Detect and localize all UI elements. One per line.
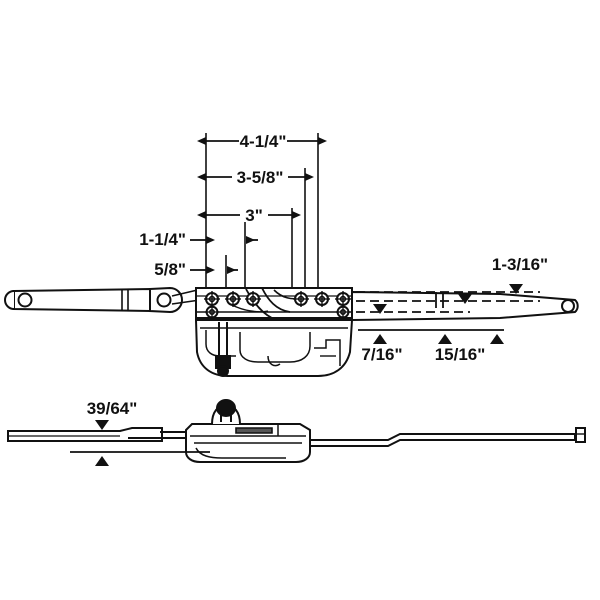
mounting-hole	[225, 291, 241, 307]
dim-label-profile-thickness: 39/64"	[87, 399, 138, 418]
right-arm-body	[351, 290, 579, 322]
profile-view	[7, 399, 586, 463]
housing-shell-notch	[267, 355, 281, 367]
right-arm-hidden-lines	[356, 291, 540, 313]
dim-label-arm-height: 1-3/16"	[492, 255, 548, 274]
profile-housing-line-c	[195, 447, 286, 459]
mounting-hole	[245, 291, 261, 307]
dim-label-lower-arm-offset: 7/16"	[361, 345, 402, 364]
dim-marker-arm-mid	[458, 294, 472, 304]
operator-housing	[194, 287, 354, 377]
mounting-hole	[293, 291, 309, 307]
mounting-hole	[205, 305, 219, 319]
profile-left-bar	[7, 427, 163, 442]
housing-cam-line-a	[245, 288, 273, 319]
housing-top-plate	[195, 287, 353, 319]
profile-right-rod	[309, 433, 576, 447]
dim-label-left-offset: 1-1/4"	[139, 230, 186, 249]
dimension-block-profile: 39/64"	[70, 399, 210, 466]
housing-cam-line-b	[261, 287, 291, 313]
dim-hole-span: 3"	[197, 206, 301, 225]
top-view	[4, 286, 579, 377]
left-arm-body	[13, 287, 151, 313]
left-arm	[4, 286, 207, 314]
dim-marker-thickness-top	[95, 420, 109, 430]
left-arm-knuckle-hole	[156, 292, 172, 308]
dim-label-hole-span: 3"	[245, 206, 263, 225]
mounting-hole	[204, 291, 220, 307]
profile-knob-cap	[216, 399, 236, 417]
left-arm-end-cap	[4, 290, 15, 310]
dimension-block-right: 1-3/16" 7/16" 15/16"	[358, 255, 548, 364]
dim-left-offset: 1-1/4"	[139, 230, 215, 249]
dim-label-upper-arm-offset: 15/16"	[435, 345, 486, 364]
left-arm-pivot-hole	[17, 292, 33, 308]
housing-shell-step	[314, 339, 341, 366]
dim-left-edge: 5/8"	[154, 260, 215, 279]
housing-shell	[194, 319, 354, 377]
right-arm	[351, 290, 579, 322]
dim-marker-thickness-bottom	[95, 456, 109, 466]
dim-marker-arm-height	[509, 284, 523, 294]
crank-spindle-knob	[217, 365, 229, 377]
crank-spindle	[215, 322, 231, 377]
extension-lines	[205, 133, 319, 292]
mounting-holes-upper-row	[204, 291, 351, 307]
dim-marker-arm-low	[373, 304, 387, 314]
housing-cam-line-d	[231, 304, 269, 313]
dim-marker-7-16	[373, 334, 387, 344]
dim-marker-15-16	[438, 334, 452, 344]
right-arm-pivot-hole	[561, 299, 575, 313]
profile-crank-knob	[211, 399, 241, 425]
dimension-block-top: 4-1/4" 3-5/8" 3" 1-1/4" 5/8"	[139, 132, 327, 292]
mounting-hole	[336, 305, 350, 319]
dim-label-left-edge: 5/8"	[154, 260, 186, 279]
dim-overall-width: 4-1/4"	[197, 132, 327, 151]
dim-mounting-span: 3-5/8"	[197, 168, 314, 187]
profile-housing-slot	[235, 427, 273, 434]
dim-label-overall-width: 4-1/4"	[240, 132, 287, 151]
profile-rod-end-fitting	[575, 427, 586, 443]
dim-marker-far	[490, 334, 504, 344]
mounting-hole	[314, 291, 330, 307]
dim-label-mounting-span: 3-5/8"	[237, 168, 284, 187]
mounting-holes-lower-row	[205, 305, 350, 319]
housing-shell-inner-b	[239, 332, 311, 363]
